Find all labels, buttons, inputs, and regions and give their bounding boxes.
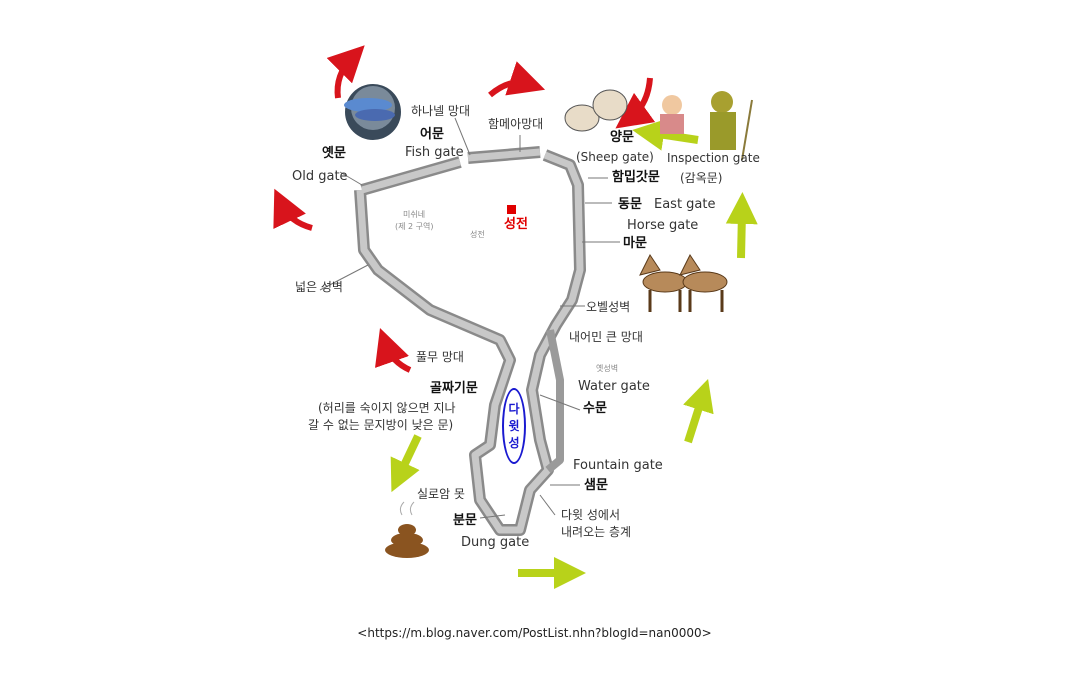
sheep-gate-en: (Sheep gate) (576, 150, 654, 164)
horses-icon (639, 254, 728, 312)
red-arrow-icon (488, 61, 546, 98)
valley-gate-note-1: (허리를 숙이지 않으면 지나 (318, 401, 456, 415)
dung-icon (385, 501, 429, 558)
leader-lines (319, 117, 620, 519)
ophel-wall: 오벨성벽 (586, 300, 631, 314)
stairs-line-2: 내려오는 층계 (561, 525, 632, 539)
fish-gate-kr: 어문 (420, 127, 444, 142)
fountain-gate-en: Fountain gate (573, 458, 663, 473)
horse-gate-en: Horse gate (627, 218, 699, 233)
horse-gate-kr: 마문 (623, 236, 647, 251)
water-gate-en: Water gate (578, 379, 650, 394)
green-arrows (390, 118, 758, 589)
green-arrow-icon (632, 118, 699, 151)
valley-gate-kr: 골짜기문 (430, 381, 478, 396)
temple-label: 성전 (504, 217, 528, 232)
mishneh: 미쉬네 (403, 210, 426, 219)
stairs-line-1: 다윗 성에서 (561, 508, 621, 522)
city-wall (354, 146, 586, 536)
inspection-gate-alt: (감옥문) (680, 171, 723, 185)
fish-gate-en: Fish gate (405, 145, 464, 160)
city-of-david-label: 다 윗 성 (502, 388, 526, 464)
hananel-tower: 하나넬 망대 (411, 104, 471, 118)
source-caption: <https://m.blog.naver.com/PostList.nhn?b… (357, 626, 712, 640)
david-char: 성 (508, 435, 520, 450)
old-gate-kr: 옛문 (322, 146, 346, 161)
david-char: 다 (508, 401, 520, 416)
east-gate-en: East gate (654, 197, 716, 212)
valley-gate-note-2: 갈 수 없는 문지방이 낮은 문) (308, 418, 454, 432)
red-arrow-icon (615, 77, 656, 129)
pool-siloam: 실로암 못 (417, 487, 465, 501)
inspection-gate-en: Inspection gate (667, 151, 760, 165)
sheep-gate-kr: 양문 (610, 130, 634, 145)
old-gate-en: Old gate (292, 169, 348, 184)
sheep-icon (564, 89, 628, 132)
temple-small-label: 성전 (470, 230, 485, 239)
fountain-gate-kr: 샘문 (584, 478, 608, 493)
furnace-tower: 풀무 망대 (416, 350, 464, 364)
red-arrow-icon (375, 328, 412, 373)
great-tower: 내어민 큰 망대 (569, 330, 643, 344)
temple-marker (507, 205, 516, 214)
green-arrow-icon (683, 378, 714, 444)
mishneh-sub: (제 2 구역) (395, 222, 434, 231)
dung-gate-en: Dung gate (461, 535, 530, 550)
red-arrow-icon (326, 45, 365, 99)
east-gate-kr: 동문 (618, 197, 642, 212)
green-arrow-icon (390, 434, 422, 493)
water-gate-kr: 수문 (583, 401, 607, 416)
red-arrow-icon (273, 188, 313, 231)
david-char: 윗 (508, 418, 520, 433)
green-arrow-icon (725, 192, 758, 259)
fish-bowl-icon (344, 84, 401, 140)
broad-wall: 넓은 성벽 (295, 280, 343, 294)
inspection-gate-kr: 함밉갓문 (612, 170, 660, 185)
hammeah-tower: 함메아망대 (488, 117, 544, 131)
dung-gate-kr: 분문 (453, 513, 477, 528)
red-arrows (273, 45, 656, 373)
guards-icon (660, 91, 753, 161)
old-wall: 옛성벽 (596, 364, 619, 373)
